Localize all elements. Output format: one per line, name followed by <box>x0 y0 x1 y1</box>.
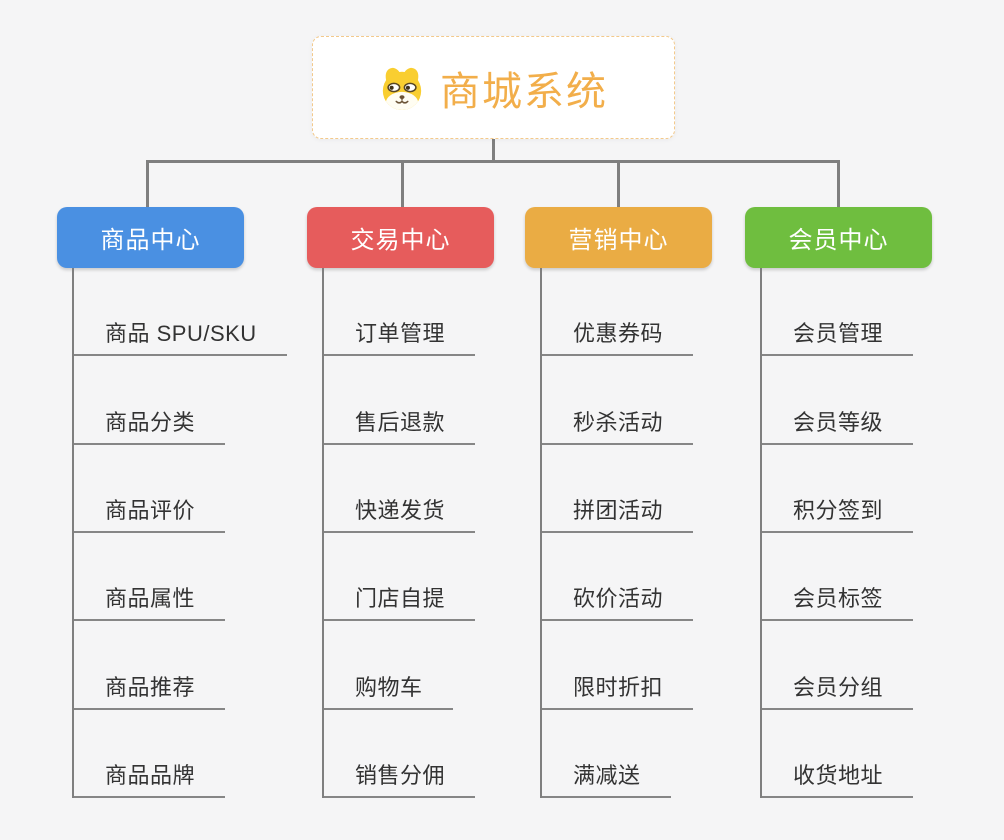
leaf-topic-label: 会员管理 <box>760 316 914 357</box>
leaf-topic-label: 购物车 <box>322 670 453 710</box>
leaf-topic-label: 商品推荐 <box>72 670 226 710</box>
leaf-topic[interactable]: 售后退款 <box>322 356 476 445</box>
branch-node-member-center[interactable]: 会员中心 <box>745 207 932 268</box>
branch-node-label: 会员中心 <box>788 227 889 254</box>
leaf-topic-label: 收货地址 <box>760 758 914 798</box>
branch-node-marketing-center[interactable]: 营销中心 <box>525 207 712 268</box>
leaf-topic-label: 快递发货 <box>322 493 476 533</box>
connector-drop <box>146 160 149 209</box>
connector-spine <box>540 268 542 798</box>
connector-spine <box>72 268 74 798</box>
leaf-topic-label: 订单管理 <box>322 316 476 357</box>
leaf-topic[interactable]: 满减送 <box>540 710 693 798</box>
leaf-topic[interactable]: 商品评价 <box>72 445 287 533</box>
leaf-topic[interactable]: 会员管理 <box>760 268 914 357</box>
root-node-label: 商城系统 <box>440 69 608 114</box>
leaf-topic[interactable]: 商品品牌 <box>72 710 287 798</box>
leaf-topic-label: 满减送 <box>540 758 671 798</box>
leaf-topic[interactable]: 订单管理 <box>322 268 476 357</box>
leaf-topic-label: 优惠券码 <box>540 316 694 357</box>
leaf-topic[interactable]: 砍价活动 <box>540 533 694 622</box>
branch-children-product-center: 商品 SPU/SKU 商品分类 商品评价 商品属性 商品推荐 商品品牌 <box>72 268 287 798</box>
root-node[interactable]: 商城系统 <box>312 36 675 139</box>
leaf-topic[interactable]: 快递发货 <box>322 445 476 533</box>
leaf-topic[interactable]: 拼团活动 <box>540 445 694 533</box>
branch-node-label: 商品中心 <box>100 227 201 254</box>
leaf-topic[interactable]: 秒杀活动 <box>540 356 694 445</box>
leaf-topic-label: 售后退款 <box>322 405 476 445</box>
leaf-topic-label: 积分签到 <box>760 493 914 533</box>
connector-drop <box>401 160 404 209</box>
leaf-topic[interactable]: 商品 SPU/SKU <box>72 268 287 357</box>
leaf-topic[interactable]: 积分签到 <box>760 445 914 533</box>
leaf-topic[interactable]: 限时折扣 <box>540 621 694 710</box>
leaf-topic-label: 商品 SPU/SKU <box>72 316 287 357</box>
leaf-topic[interactable]: 商品分类 <box>72 356 287 445</box>
leaf-topic[interactable]: 优惠券码 <box>540 268 694 357</box>
leaf-topic-label: 商品分类 <box>72 405 226 445</box>
connector-drop <box>837 160 840 209</box>
leaf-topic-label: 会员分组 <box>760 670 914 710</box>
leaf-topic-label: 秒杀活动 <box>540 405 694 445</box>
branch-node-product-center[interactable]: 商品中心 <box>57 207 244 268</box>
connector-spine <box>760 268 762 798</box>
branch-children-member-center: 会员管理 会员等级 积分签到 会员标签 会员分组 收货地址 <box>760 268 914 798</box>
branch-node-label: 交易中心 <box>350 227 451 254</box>
leaf-topic-label: 会员标签 <box>760 581 914 622</box>
leaf-topic[interactable]: 商品推荐 <box>72 621 287 710</box>
leaf-topic[interactable]: 购物车 <box>322 621 475 710</box>
branch-node-label: 营销中心 <box>568 227 669 254</box>
leaf-topic-label: 限时折扣 <box>540 670 694 710</box>
connector-root-stem <box>492 139 495 162</box>
leaf-topic-label: 商品评价 <box>72 493 226 533</box>
leaf-topic[interactable]: 商品属性 <box>72 533 287 622</box>
leaf-topic-label: 会员等级 <box>760 405 914 445</box>
connector-drop <box>617 160 620 209</box>
leaf-topic-label: 商品属性 <box>72 581 226 622</box>
leaf-topic[interactable]: 销售分佣 <box>322 710 476 798</box>
leaf-topic-label: 商品品牌 <box>72 758 226 798</box>
leaf-topic[interactable]: 收货地址 <box>760 710 914 798</box>
leaf-topic-label: 砍价活动 <box>540 581 694 622</box>
leaf-topic-label: 销售分佣 <box>322 758 476 798</box>
branch-children-trade-center: 订单管理 售后退款 快递发货 门店自提 购物车 销售分佣 <box>322 268 476 798</box>
leaf-topic[interactable]: 门店自提 <box>322 533 476 622</box>
connector-spine <box>322 268 324 798</box>
leaf-topic[interactable]: 会员分组 <box>760 621 914 710</box>
branch-node-trade-center[interactable]: 交易中心 <box>307 207 494 268</box>
leaf-topic[interactable]: 会员等级 <box>760 356 914 445</box>
branch-children-marketing-center: 优惠券码 秒杀活动 拼团活动 砍价活动 限时折扣 满减送 <box>540 268 694 798</box>
dog-face-icon <box>382 67 422 110</box>
connector-trunk <box>146 160 840 163</box>
leaf-topic-label: 拼团活动 <box>540 493 694 533</box>
leaf-topic-label: 门店自提 <box>322 581 476 622</box>
leaf-topic[interactable]: 会员标签 <box>760 533 914 622</box>
